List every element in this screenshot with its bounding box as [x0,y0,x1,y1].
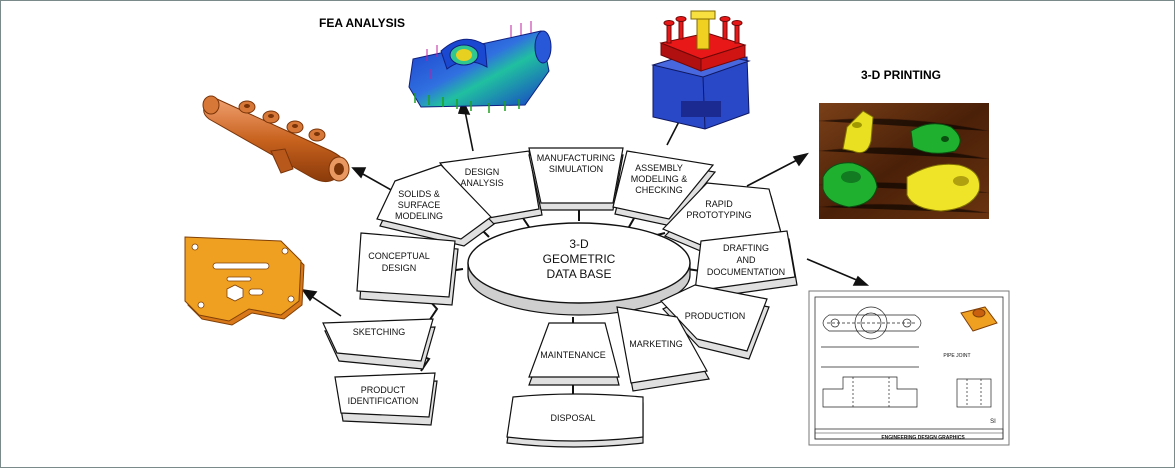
segment-sketching: SKETCHING [322,318,436,370]
arrow-to-sketch-part [310,295,342,317]
product-identification-label-line-1: PRODUCT [361,385,406,395]
center-line-1: 3-D [569,237,589,251]
assembly-modeling-label-line-1: ASSEMBLY [635,163,683,173]
center-line-3: DATA BASE [547,267,612,281]
conceptual-design-label-line-2: DESIGN [382,263,417,273]
center-line-2: GEOMETRIC [543,252,616,266]
arrow-head [301,288,318,302]
drafting-label-line-3: DOCUMENTATION [707,267,785,277]
sketch-plate-image [184,236,305,326]
engineering-drawing-image: PIPE JOINT SI ENGINEERING DESIGN GRAPHIC… [808,290,1010,446]
arrows [301,96,870,317]
segment-drafting: DRAFTING AND DOCUMENTATION [694,230,798,300]
arrow-head [792,152,809,167]
fea-analysis-title: FEA ANALYSIS [319,16,405,30]
segment-conceptual-design: CONCEPTUAL DESIGN [356,232,459,306]
arrow-to-printing [746,158,800,187]
manufacturing-simulation-label-line-2: SIMULATION [549,164,603,174]
rapid-prototyping-label-line-1: RAPID [705,199,733,209]
sketching-label-line-1: SKETCHING [353,327,406,337]
fea-analysis-image [408,21,552,113]
copper-manifold-image [202,95,350,183]
3d-printing-title: 3-D PRINTING [861,68,941,82]
segment-production: PRODUCTION [659,284,770,360]
design-analysis-label-line-2: ANALYSIS [460,178,503,188]
segment-maintenance: MAINTENANCE [528,322,620,386]
solids-surface-label-line-3: MODELING [395,211,443,221]
maintenance-label-line-1: MAINTENANCE [540,350,606,360]
assembly-modeling-label-line-2: MODELING & [631,174,688,184]
assembly-model-image [651,10,751,130]
center-database: 3-D GEOMETRIC DATA BASE [467,222,691,316]
disposal-label-line-1: DISPOSAL [550,413,595,423]
design-analysis-label-line-1: DESIGN [465,167,500,177]
arrow-head [351,167,367,179]
drawing-footer: ENGINEERING DESIGN GRAPHICS [881,435,965,441]
drawing-scale-tag: SI [990,419,996,425]
product-identification-label-line-2: IDENTIFICATION [348,396,419,406]
arrow-to-fea [464,110,474,152]
manufacturing-simulation-label-line-1: MANUFACTURING [537,153,616,163]
drafting-label-line-1: DRAFTING [723,243,769,253]
arrow-to-drawing [806,258,860,282]
marketing-label-line-1: MARKETING [629,339,683,349]
drawing-part-name: PIPE JOINT [943,353,970,359]
assembly-modeling-label-line-3: CHECKING [635,185,683,195]
arrow-head [457,98,471,115]
rapid-prototyping-label-line-2: PROTOTYPING [686,210,751,220]
arrow-head [852,275,870,286]
3d-printing-photo [818,103,990,219]
solids-surface-label-line-2: SURFACE [398,200,441,210]
production-label-line-1: PRODUCTION [685,311,746,321]
segment-marketing: MARKETING [616,306,710,392]
solids-surface-label-line-1: SOLIDS & [398,189,440,199]
segment-disposal: DISPOSAL [506,393,644,448]
conceptual-design-label-line-1: CONCEPTUAL [368,251,430,261]
drafting-label-line-2: AND [736,255,756,265]
arrow-to-solids [360,172,394,192]
